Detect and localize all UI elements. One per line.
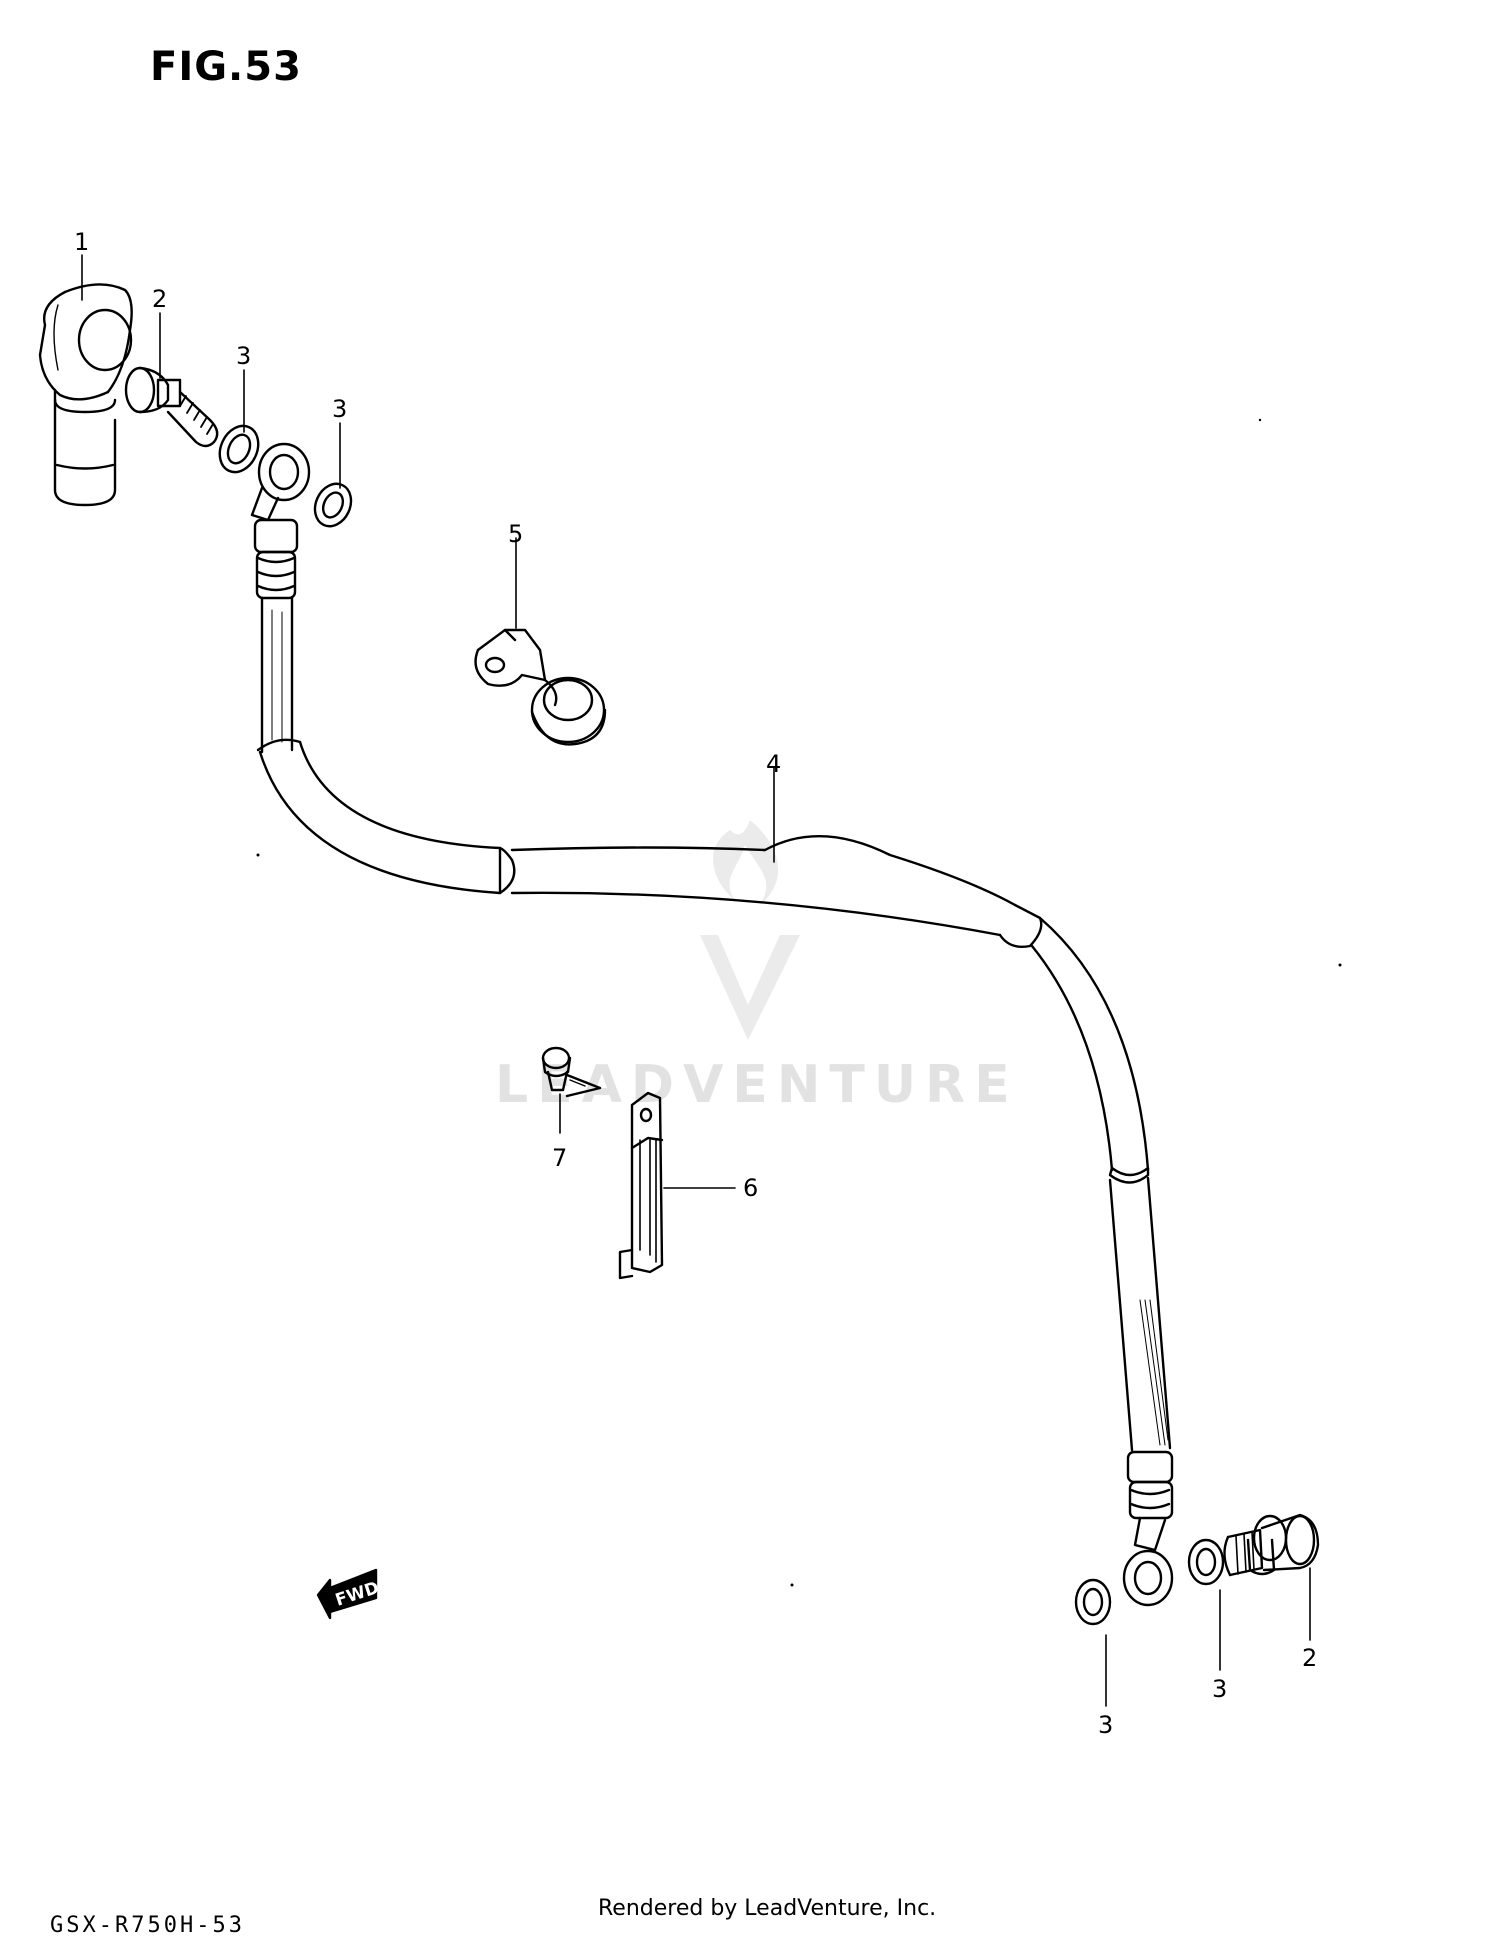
part-3-washer-c: [1187, 1538, 1225, 1586]
part-3-washer-b: [313, 482, 353, 528]
part-5-hose-guide: [474, 628, 607, 746]
callout-2: 2: [152, 285, 167, 313]
callout-3: 3: [236, 342, 251, 370]
callout-3: 3: [332, 395, 347, 423]
figure-title: FIG.53: [150, 44, 302, 90]
part-4-brake-hose: [250, 442, 1174, 1607]
scan-dots: [256, 418, 1342, 1587]
callout-6: 6: [743, 1174, 758, 1202]
part-3-washer-d: [1074, 1578, 1112, 1626]
watermark-text: LEADVENTURE: [495, 1055, 1019, 1115]
leader-lines: [81, 254, 1311, 1707]
leadventure-logo-icon: [700, 820, 800, 1040]
part-3-washer-a: [218, 424, 260, 474]
part-6-clamp: [618, 1091, 664, 1280]
part-7-clip: [541, 1046, 602, 1098]
callouts: 1 2 3 3 5 4 7 6 2 3 3: [74, 228, 1317, 1739]
rendered-by-footer: Rendered by LeadVenture, Inc.: [598, 1896, 937, 1921]
fwd-direction-badge: [316, 1568, 378, 1620]
callout-3: 3: [1098, 1711, 1113, 1739]
model-code: GSX-R750H-53: [50, 1913, 245, 1938]
part-2-union-bolt-top: [124, 366, 219, 448]
callout-3: 3: [1212, 1675, 1227, 1703]
callout-4: 4: [766, 750, 781, 778]
callout-7: 7: [552, 1144, 567, 1172]
callout-2: 2: [1302, 1644, 1317, 1672]
watermark: LEADVENTURE: [495, 820, 1019, 1115]
callout-1: 1: [74, 228, 89, 256]
callout-5: 5: [508, 520, 523, 548]
part-2-union-bolt-bottom: [1223, 1513, 1320, 1577]
part-1-elbow-cover: [38, 283, 133, 507]
